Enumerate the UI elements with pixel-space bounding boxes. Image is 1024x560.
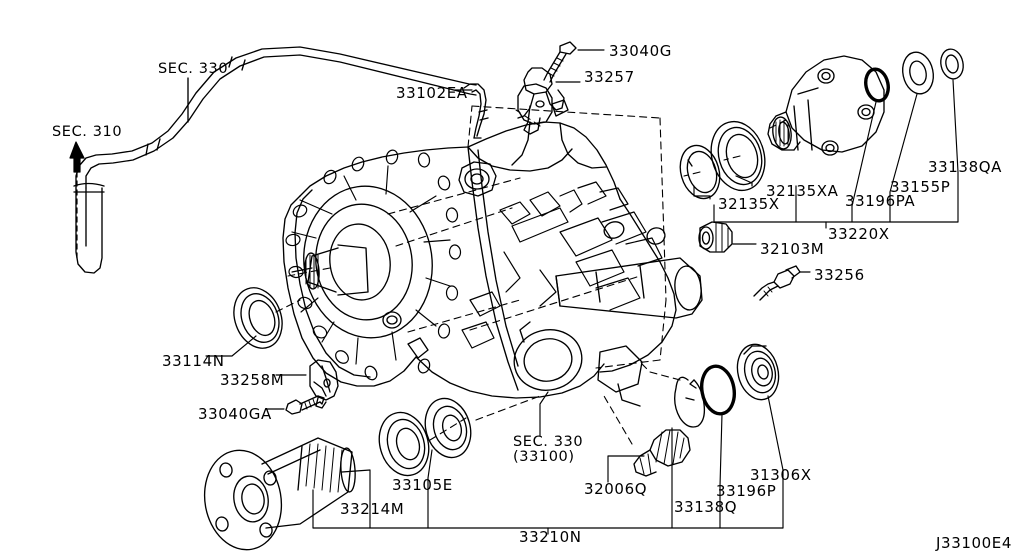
label-33040GA: 33040GA	[198, 405, 272, 423]
transfer-case-housing	[282, 105, 703, 407]
drain-plug-part	[633, 429, 691, 477]
label-sec310: SEC. 310	[52, 124, 123, 140]
leader-lines	[205, 49, 959, 535]
label-33256: 33256	[814, 266, 865, 284]
label-32135X: 32135X	[718, 195, 780, 213]
diagram-id-code: J33100E4	[936, 534, 1012, 552]
label-sec330-sub: (33100)	[513, 449, 575, 465]
oil-seal-small-part	[679, 144, 721, 200]
front-companion-flange-part	[203, 437, 356, 551]
label-33214M: 33214M	[340, 500, 405, 518]
filler-plug-part	[698, 221, 733, 253]
arrow-sec310	[69, 141, 85, 263]
breather-hose-part	[463, 83, 489, 139]
label-32006Q: 32006Q	[584, 480, 648, 498]
label-32103M: 32103M	[760, 240, 825, 258]
label-33257: 33257	[584, 68, 635, 86]
washer-rear-part	[902, 51, 934, 95]
bracket-bolt-part	[285, 395, 325, 415]
front-oil-seal-part	[233, 287, 283, 349]
label-sec330-bottom: SEC. 330	[513, 434, 584, 450]
oil-seal-33105E-part	[424, 397, 472, 459]
label-33138Q: 33138Q	[674, 498, 738, 516]
label-33196P: 33196P	[716, 482, 777, 500]
harness-bracket-part	[309, 359, 339, 409]
switch-bolt-part	[543, 41, 577, 83]
label-33105E: 33105E	[392, 476, 453, 494]
label-33210N: 33210N	[519, 528, 582, 546]
snap-ring-front-part	[674, 376, 706, 428]
label-33102EA: 33102EA	[396, 84, 468, 102]
breather-tube-path	[73, 46, 477, 274]
label-32135XA: 32135XA	[766, 182, 839, 200]
label-33138QA: 33138QA	[928, 158, 1002, 176]
label-33114N: 33114N	[162, 352, 225, 370]
speed-sensor-part	[753, 265, 801, 301]
label-33258M: 33258M	[220, 371, 285, 389]
position-switch-part	[517, 67, 569, 135]
o-ring-rear-part	[864, 67, 890, 103]
label-33040G: 33040G	[609, 42, 672, 60]
label-33196PA: 33196PA	[845, 192, 916, 210]
label-33155P: 33155P	[890, 178, 951, 196]
label-sec330-top: SEC. 330	[158, 61, 229, 77]
label-31306X: 31306X	[750, 466, 812, 484]
snap-ring-rear-part	[940, 48, 964, 80]
oil-seal-front-output-part	[378, 411, 430, 477]
label-33220X: 33220X	[828, 225, 890, 243]
rear-companion-flange-part	[767, 55, 885, 156]
bearing-front-part	[736, 343, 780, 401]
